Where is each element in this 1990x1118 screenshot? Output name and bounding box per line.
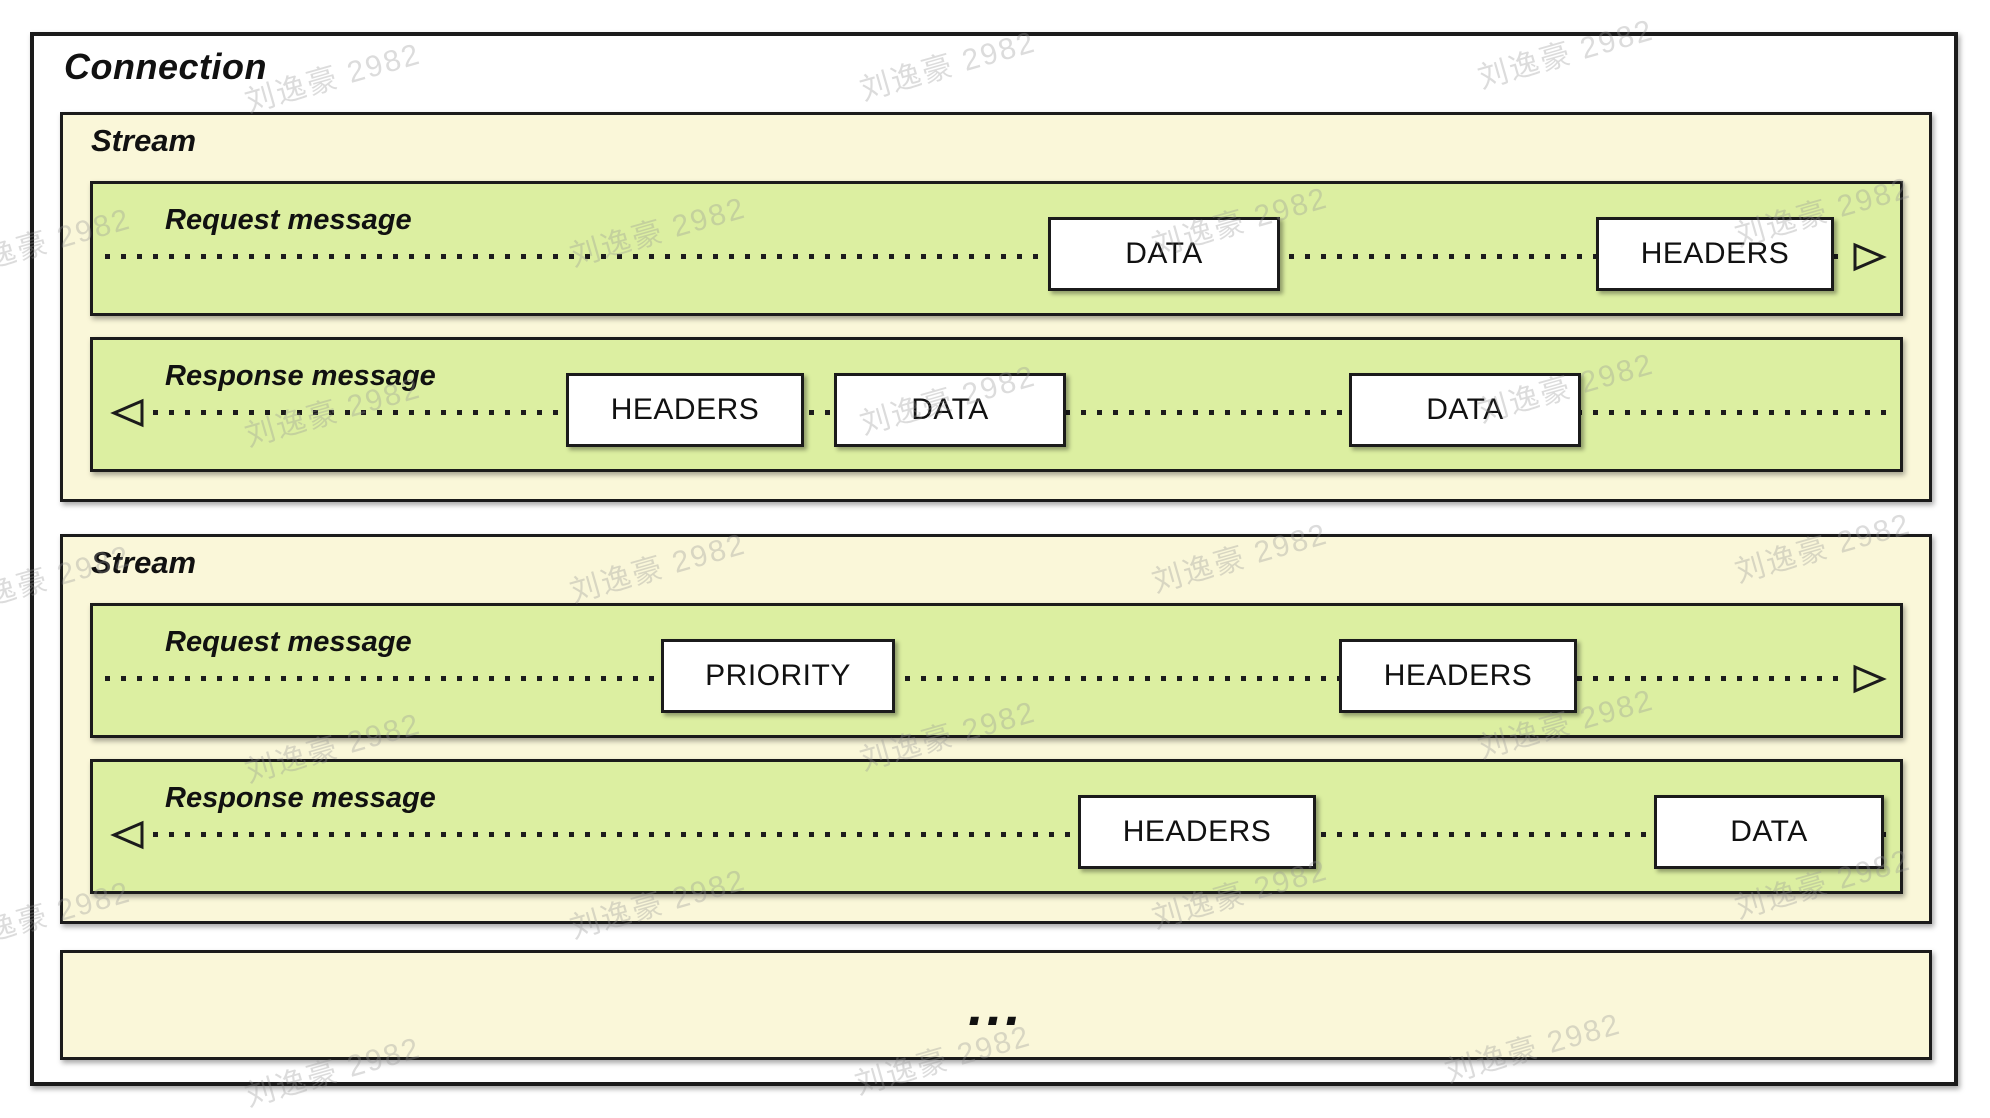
stream-box-2: Stream Request message PRIORITY HEADERS … [60, 534, 1932, 924]
request-flow-dotted-line [105, 254, 1842, 259]
request-message-label: Request message [165, 626, 412, 658]
stream-title: Stream [91, 545, 197, 580]
request-flow-dotted-line [105, 676, 1842, 681]
response-message-label: Response message [165, 782, 436, 814]
request-message-row: Request message PRIORITY HEADERS [90, 603, 1903, 738]
frame-data: DATA [1654, 795, 1884, 869]
stream-title: Stream [91, 123, 197, 158]
response-message-row: Response message HEADERS DATA DATA [90, 337, 1903, 472]
arrow-right-icon [1853, 242, 1887, 272]
arrow-right-icon [1853, 664, 1887, 694]
request-message-row: Request message DATA HEADERS [90, 181, 1903, 316]
connection-title: Connection [64, 46, 267, 87]
frame-priority: PRIORITY [661, 639, 895, 713]
frame-headers: HEADERS [1339, 639, 1577, 713]
more-streams-ellipsis: ... [968, 974, 1024, 1037]
response-flow-dotted-line [153, 832, 1888, 837]
frame-headers: HEADERS [1078, 795, 1316, 869]
arrow-left-icon [110, 820, 144, 850]
frame-headers: HEADERS [1596, 217, 1834, 291]
arrow-left-icon [110, 398, 144, 428]
frame-data: DATA [834, 373, 1066, 447]
connection-box: Connection Stream Request message DATA H… [30, 32, 1958, 1086]
request-message-label: Request message [165, 204, 412, 236]
frame-data: DATA [1048, 217, 1280, 291]
response-message-row: Response message HEADERS DATA [90, 759, 1903, 894]
more-streams-box: ... [60, 950, 1932, 1060]
frame-data: DATA [1349, 373, 1581, 447]
frame-headers: HEADERS [566, 373, 804, 447]
response-message-label: Response message [165, 360, 436, 392]
stream-box-1: Stream Request message DATA HEADERS Resp… [60, 112, 1932, 502]
